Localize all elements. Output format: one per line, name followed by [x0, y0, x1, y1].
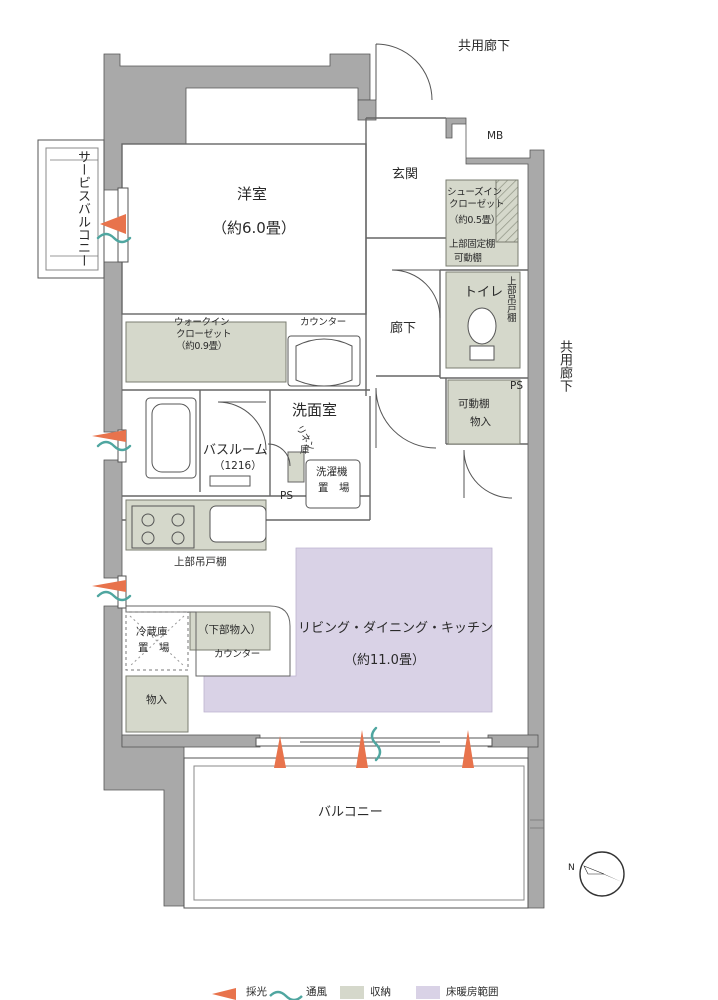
bathtub [145, 397, 251, 487]
entrance-label: 玄関 [392, 167, 419, 182]
shoes-closet-area: （約0.5畳） [449, 215, 501, 226]
main-balcony [183, 757, 529, 909]
shoes-closet-hatch [495, 179, 519, 243]
legend-lighting-label: 採光 [246, 986, 267, 998]
linen-cabinet [287, 451, 305, 483]
fridge-space [125, 611, 189, 671]
ps-right-label: PS [510, 380, 523, 392]
svg-text:N: N [568, 863, 575, 873]
ps-center-label: PS [280, 490, 293, 502]
ldk-label: リビング・ダイニング・キッチン [298, 621, 494, 636]
bathroom-label: バスルーム [203, 443, 268, 458]
kitchen-sink [209, 505, 267, 543]
wic-label-1: ウォークイン [174, 317, 230, 328]
floor-heating-area [203, 547, 493, 713]
wic-area: （約0.9畳） [176, 341, 228, 352]
storage-left-label: 物入 [146, 694, 167, 706]
washer-place [305, 459, 361, 509]
washroom-label: 洗面室 [292, 401, 338, 419]
service-balcony-label: サービスバルコニー [74, 150, 90, 267]
service-balcony [37, 139, 105, 279]
ventilation-wave-icon [96, 232, 382, 762]
toilet-label: トイレ [464, 285, 504, 300]
north-compass-icon: N [568, 851, 625, 897]
fridge-label-2: 置 場 [138, 642, 170, 654]
ldk-area: （約11.0畳） [344, 653, 425, 668]
western-room-area: （約6.0畳） [212, 219, 296, 237]
storage-right-label: 物入 [470, 416, 491, 428]
lighting-arrow-icon [92, 214, 474, 768]
lower-storage-label: （下部物入） [198, 624, 261, 636]
shoes-closet-label-2: クローゼット [449, 199, 505, 210]
washer-label-1: 洗濯機 [316, 466, 348, 478]
doors [217, 43, 513, 499]
toilet-fixture [467, 307, 497, 361]
hallway-label: 廊下 [390, 321, 417, 336]
balcony-label: バルコニー [318, 805, 383, 820]
fridge-label-1: 冷蔵庫 [136, 626, 168, 638]
bathroom-size: （1216） [214, 460, 262, 472]
legend-swatches [212, 986, 440, 1000]
movable-shelf-top-label: 可動棚 [454, 253, 482, 264]
shoes-closet-label-1: シューズイン [447, 187, 502, 198]
legend-ventilation-label: 通風 [306, 986, 327, 998]
wic-label-2: クローゼット [176, 329, 232, 340]
legend-storage-label: 収納 [370, 986, 391, 998]
western-room-label: 洋室 [236, 185, 267, 203]
corridor-right-label: 共用廊下 [556, 340, 572, 392]
washbasin [287, 335, 361, 387]
kitchen-counter [125, 605, 291, 677]
toilet-upper-cabinet-label: 上部吊戸棚 [504, 276, 516, 323]
washer-label-2: 置 場 [318, 482, 350, 494]
kitchen-counter-label: カウンター [214, 649, 261, 660]
linen-label-2: 庫 [300, 445, 310, 456]
counter-top-label: カウンター [300, 317, 347, 328]
upper-fixed-shelf-label: 上部固定棚 [449, 239, 496, 250]
kitchen-upper-cabinet-label: 上部吊戸棚 [174, 556, 227, 568]
exterior-walls [103, 53, 545, 909]
corridor-top-label: 共用廊下 [458, 39, 511, 54]
stove [131, 505, 195, 549]
mb-label: MB [487, 130, 504, 142]
legend-floor-heating-label: 床暖房範囲 [446, 986, 499, 998]
movable-shelf-storage-label: 可動棚 [458, 398, 490, 410]
